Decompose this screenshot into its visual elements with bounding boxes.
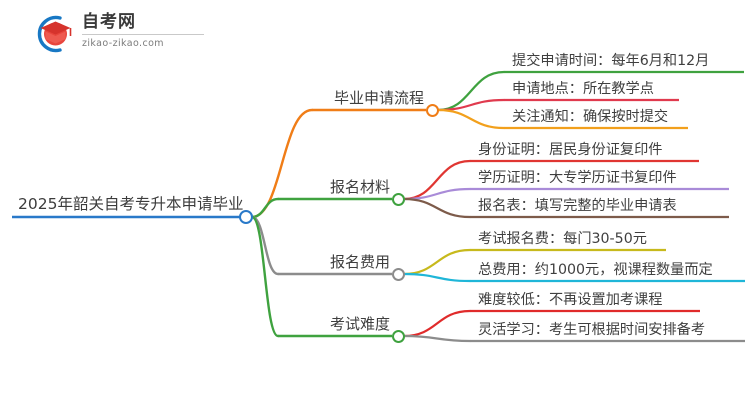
branch-node-label: 考试难度 [329,315,390,333]
leaf-node-label: 关注通知：确保按时提交 [512,109,669,125]
branch-node-label: 报名费用 [329,253,390,271]
branch-node-label: 毕业申请流程 [333,89,424,107]
leaf-node-label: 难度较低：不再设置加考课程 [478,292,663,308]
logo-divider [82,34,204,35]
graduation-cap-logo-icon [37,15,72,53]
leaf-node-label: 身份证明：居民身份证复印件 [478,142,663,158]
leaf-node-label: 灵活学习：考生可根据时间安排备考 [478,322,706,338]
leaf-node-label: 申请地点：所在教学点 [512,81,654,97]
leaf-node-label: 考试报名费：每门30-50元 [478,231,647,247]
leaf-node-label: 提交申请时间：每年6月和12月 [512,53,710,69]
root-node-label: 2025年韶关自考专升本申请毕业 [18,195,244,213]
leaf-node-label: 报名表：填写完整的毕业申请表 [478,198,677,214]
branch-node-dot[interactable] [391,329,405,343]
logo-text: 自考网 zikao-zikao.com [82,12,206,50]
leaf-node-label: 学历证明：大专学历证书复印件 [478,170,677,186]
branch-node-label: 报名材料 [329,178,390,196]
leaf-node-label: 总费用：约1000元，视课程数量而定 [478,262,713,278]
branch-node-dot[interactable] [391,192,405,206]
logo-title: 自考网 [82,12,136,32]
branch-node-dot[interactable] [425,103,439,117]
root-node-dot[interactable] [239,210,253,224]
logo-subtitle: zikao-zikao.com [82,38,164,49]
site-logo: 自考网 zikao-zikao.com [30,10,210,58]
branch-node-dot[interactable] [391,267,405,281]
